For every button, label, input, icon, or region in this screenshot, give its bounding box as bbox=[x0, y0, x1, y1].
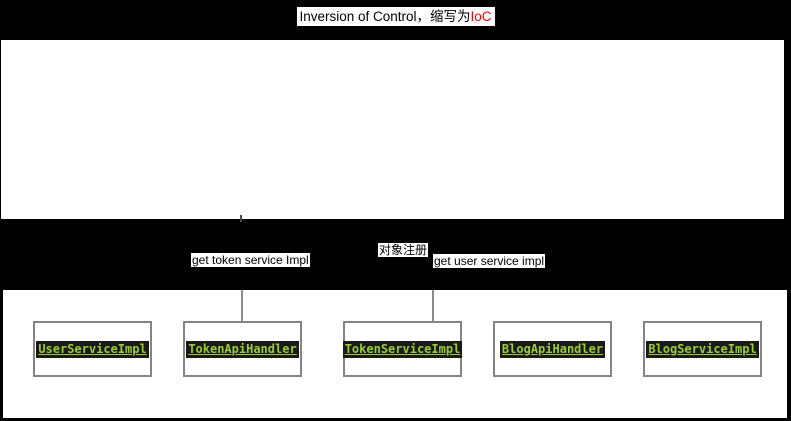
diagram-title: Inversion of Control，缩写为IoC bbox=[296, 7, 495, 26]
service-box-blog-service-impl: BlogServiceImpl bbox=[643, 321, 762, 377]
service-label: TokenApiHandler bbox=[186, 340, 299, 358]
service-box-token-api-handler: TokenApiHandler bbox=[183, 321, 302, 377]
connector-line-token-service-impl bbox=[432, 290, 434, 321]
connector-line-token-api-handler bbox=[241, 290, 243, 321]
service-label: TokenServiceImpl bbox=[342, 340, 463, 358]
ioc-container-box bbox=[1, 40, 784, 219]
service-label: BlogServiceImpl bbox=[646, 340, 759, 358]
service-box-blog-api-handler: BlogApiHandler bbox=[493, 321, 612, 377]
connector-stub bbox=[240, 215, 242, 222]
service-box-token-service-impl: TokenServiceImpl bbox=[342, 321, 463, 377]
edge-label-get-token-service: get token service Impl bbox=[191, 253, 310, 267]
edge-label-object-register: 对象注册 bbox=[378, 243, 429, 257]
diagram-title-text: Inversion of Control，缩写为 bbox=[299, 9, 471, 24]
edge-label-get-user-service: get user service impl bbox=[433, 254, 546, 268]
service-box-user-service-impl: UserServiceImpl bbox=[33, 321, 152, 377]
service-label: BlogApiHandler bbox=[499, 340, 606, 358]
service-label: UserServiceImpl bbox=[36, 340, 149, 358]
diagram-title-highlight: IoC bbox=[470, 9, 492, 24]
